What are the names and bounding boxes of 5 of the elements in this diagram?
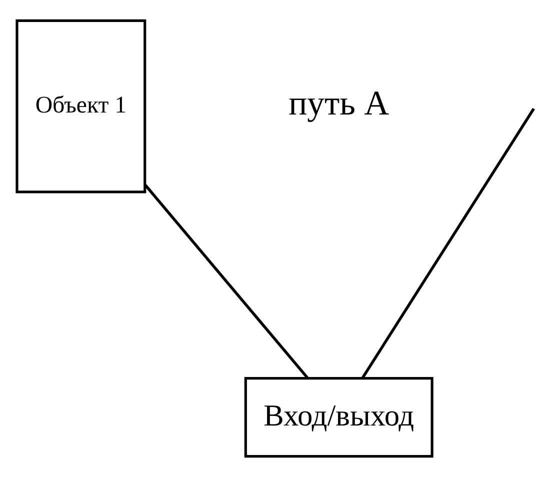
connector <box>361 108 535 379</box>
connector <box>144 184 308 379</box>
label: путь А <box>288 84 390 123</box>
node-box: Вход/выход <box>244 377 434 458</box>
node-box: Объект 1 <box>16 19 146 194</box>
